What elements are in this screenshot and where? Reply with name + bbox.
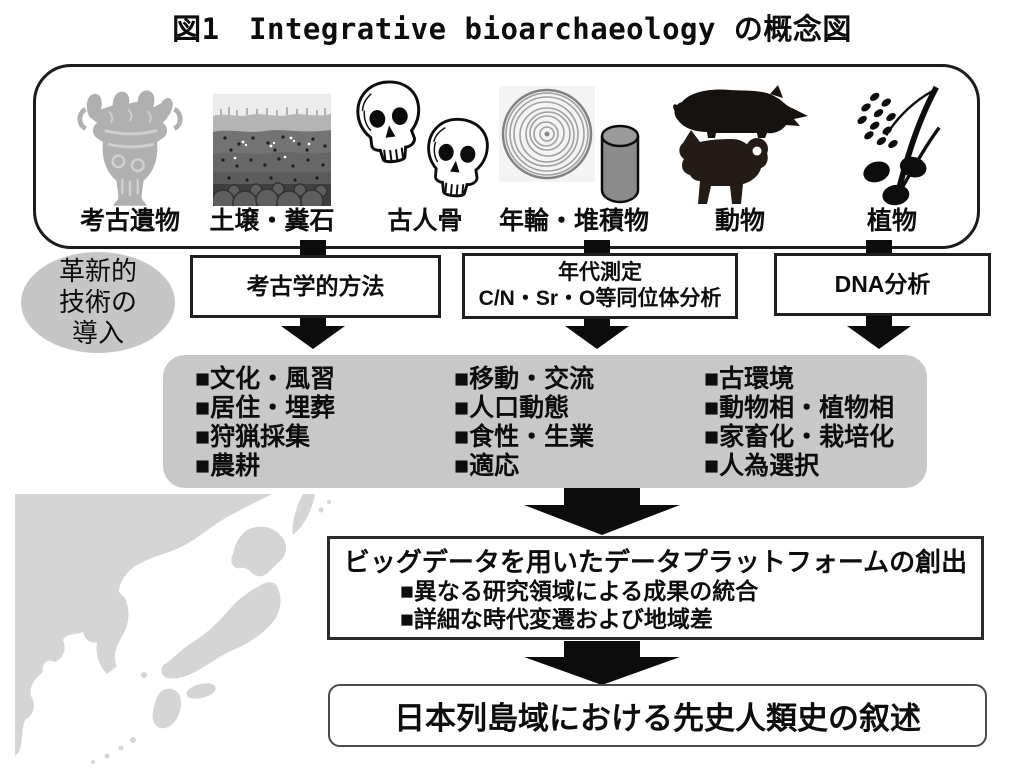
connector-stub-archaeology [300, 240, 326, 256]
source-plants: 植物 [817, 78, 967, 236]
jomon-pottery-icon [76, 84, 184, 206]
source-soil-coprolite: 土壌・糞石 [197, 78, 347, 236]
research-topics-panel: ■文化・風習 ■居住・埋葬 ■狩猟採集 ■農耕 ■移動・交流 ■人口動態 ■食性… [163, 355, 927, 488]
down-arrow-icon [847, 312, 911, 349]
method-box-archaeology: 考古学的方法 [190, 255, 441, 318]
big-down-arrow-icon [524, 488, 680, 535]
topics-column-1: ■文化・風習 ■居住・埋葬 ■狩猟採集 ■農耕 [195, 365, 335, 481]
rice-plant-seeds-icon [840, 82, 944, 206]
topic-item: ■食性・生業 [454, 423, 595, 451]
source-animals: 動物 [665, 78, 815, 236]
platform-bullet: ■異なる研究領域による成果の統合 [400, 578, 759, 604]
topics-column-3: ■古環境 ■動物相・植物相 ■家畜化・栽培化 ■人為選択 [704, 365, 894, 481]
method-label: 考古学的方法 [246, 273, 385, 299]
innovation-ellipse: 革新的 技術の 導入 [21, 252, 175, 353]
method-label: DNA分析 [834, 271, 931, 297]
topic-item: ■古環境 [704, 365, 795, 393]
source-archaeological-artifacts: 考古遺物 [55, 78, 205, 236]
source-label: 古人骨 [387, 207, 463, 235]
topic-item: ■適応 [454, 452, 520, 480]
innovation-line: 導入 [71, 318, 124, 348]
connector-stub-dna [866, 240, 892, 256]
source-tree-ring-sediment: 年輪・堆積物 [494, 78, 654, 236]
tree-ring-sediment-core-icon [499, 84, 649, 206]
down-arrow-icon [281, 312, 345, 349]
source-label: 年輪・堆積物 [498, 207, 649, 235]
source-label: 植物 [866, 207, 917, 235]
method-box-dating-isotope: 年代測定 C/N・Sr・O等同位体分析 [462, 253, 738, 319]
topics-column-2: ■移動・交流 ■人口動態 ■食性・生業 ■適応 [454, 365, 594, 481]
topic-item: ■文化・風習 [195, 365, 336, 393]
figure-title: 図1 Integrative bioarchaeology の概念図 [172, 12, 852, 46]
connector-stub-dating [584, 240, 610, 256]
topic-item: ■居住・埋葬 [195, 394, 336, 422]
topic-item: ■農耕 [195, 452, 261, 480]
source-label: 考古遺物 [79, 207, 180, 235]
big-down-arrow-icon [524, 641, 680, 685]
outcome-text: 日本列島域における先史人類史の叙述 [394, 701, 921, 736]
topic-item: ■家畜化・栽培化 [704, 423, 895, 451]
topic-item: ■人為選択 [704, 452, 820, 480]
method-box-dna: DNA分析 [774, 253, 991, 316]
platform-bullet: ■詳細な時代変遷および地域差 [400, 606, 713, 632]
topic-item: ■人口動態 [454, 394, 570, 422]
down-arrow-icon [565, 312, 629, 349]
innovation-line: 革新的 [58, 256, 137, 286]
japan-map-background [15, 494, 331, 764]
soil-layers-icon [213, 94, 331, 206]
human-skulls-icon [355, 80, 495, 206]
source-label: 動物 [714, 207, 765, 235]
topic-item: ■動物相・植物相 [704, 394, 895, 422]
platform-title: ビッグデータを用いたデータプラットフォームの創出 [343, 547, 968, 577]
innovation-line: 技術の [58, 287, 137, 317]
source-label: 土壌・糞石 [209, 207, 335, 235]
outcome-box: 日本列島域における先史人類史の叙述 [328, 684, 987, 747]
method-label: C/N・Sr・O等同位体分析 [478, 287, 722, 310]
method-label: 年代測定 [558, 261, 642, 284]
topic-item: ■狩猟採集 [195, 423, 311, 451]
data-platform-box: ビッグデータを用いたデータプラットフォームの創出 ■異なる研究領域による成果の統… [327, 536, 984, 640]
source-ancient-human-bones: 古人骨 [350, 78, 500, 236]
boar-and-dog-icon [670, 84, 810, 206]
topic-item: ■移動・交流 [454, 365, 595, 393]
